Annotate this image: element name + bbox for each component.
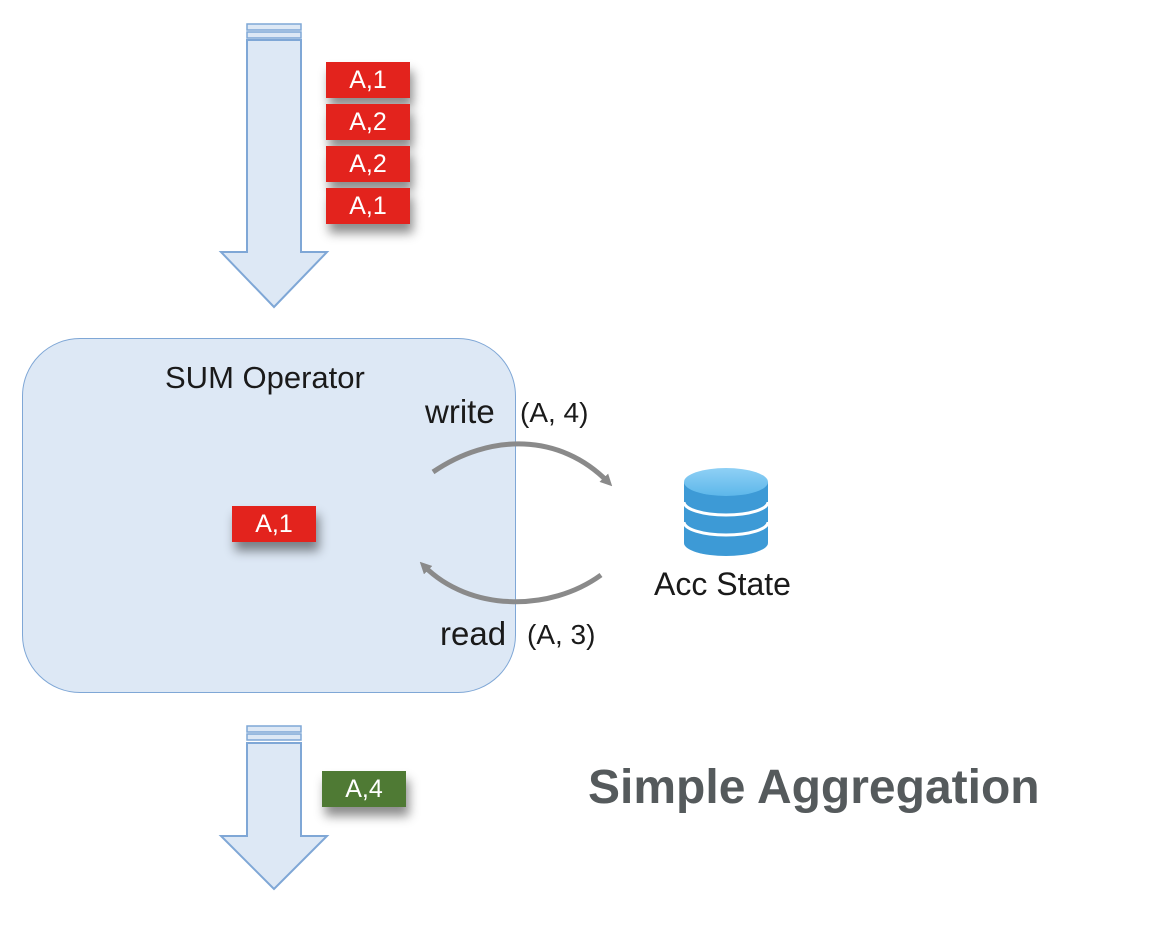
read-label: read [440, 615, 507, 652]
diagram-title: Simple Aggregation [588, 761, 1040, 814]
database-icon [682, 468, 770, 556]
operator-title: SUM Operator [165, 360, 365, 395]
input-stream-arrow [218, 23, 330, 309]
input-record: A,2 [326, 104, 410, 140]
output-stream-arrow [218, 725, 330, 891]
input-record: A,2 [326, 146, 410, 182]
write-arrow [431, 441, 613, 487]
read-value: (A, 3) [527, 619, 596, 650]
read-arrow [419, 561, 603, 605]
output-record: A,4 [322, 771, 406, 807]
input-record: A,1 [326, 188, 410, 224]
input-record: A,1 [326, 62, 410, 98]
write-label: write [425, 393, 495, 430]
write-value: (A, 4) [520, 397, 589, 428]
current-record: A,1 [232, 506, 316, 542]
state-label: Acc State [654, 566, 791, 602]
